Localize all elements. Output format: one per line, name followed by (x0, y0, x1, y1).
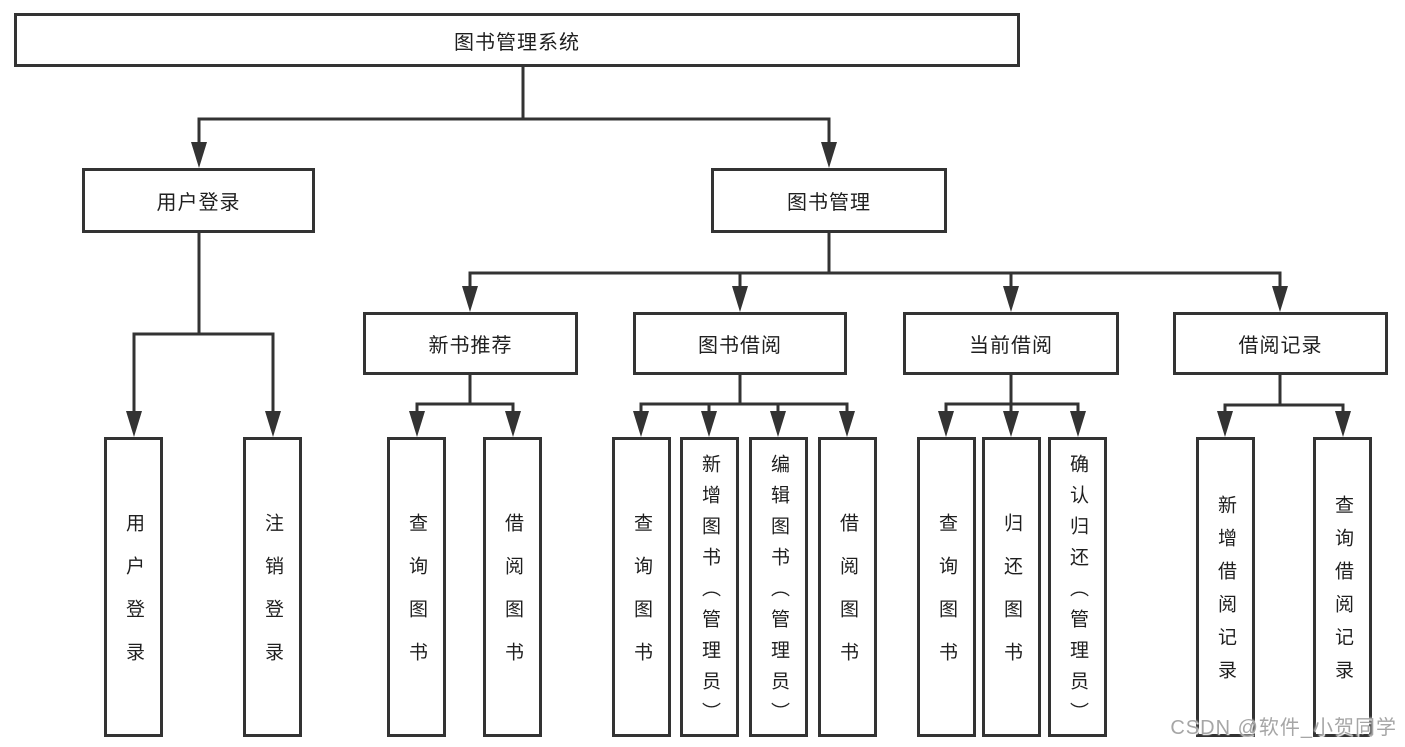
leaf-add-borrow-record: 新增借阅记录 (1196, 437, 1255, 737)
connector-strokes (132, 67, 1345, 420)
leaf-logout: 注销登录 (243, 437, 302, 737)
leaf-query-borrow-record-label: 查询借阅记录 (1332, 495, 1353, 693)
arrowheads (126, 142, 1351, 437)
leaf-query-books-current: 查询图书 (917, 437, 976, 737)
leaf-borrow-books-recommend-label: 借阅图书 (502, 513, 523, 685)
leaf-edit-books-admin: 编辑图书（管理员） (749, 437, 808, 737)
leaf-user-login: 用户登录 (104, 437, 163, 737)
node-book-management: 图书管理 (711, 168, 947, 233)
node-current-borrowing-label: 当前借阅 (969, 335, 1053, 357)
watermark: CSDN @软件_小贺同学 (1170, 717, 1397, 739)
leaf-query-books-borrowing-label: 查询图书 (631, 513, 652, 685)
leaf-confirm-return-admin: 确认归还（管理员） (1048, 437, 1107, 737)
leaf-return-books: 归还图书 (982, 437, 1041, 737)
node-borrowing-records-label: 借阅记录 (1238, 335, 1323, 357)
leaf-confirm-return-admin-label: 确认归还（管理员） (1067, 453, 1088, 733)
node-book-borrowing-label: 图书借阅 (698, 335, 782, 357)
node-new-book-recommend: 新书推荐 (363, 312, 578, 375)
leaf-logout-label: 注销登录 (262, 513, 283, 685)
leaf-borrow-books-borrowing-label: 借阅图书 (837, 513, 858, 685)
node-current-borrowing: 当前借阅 (903, 312, 1119, 375)
node-book-borrowing: 图书借阅 (633, 312, 847, 375)
leaf-edit-books-admin-label: 编辑图书（管理员） (768, 453, 789, 733)
node-user-login: 用户登录 (82, 168, 315, 233)
leaf-query-books-borrowing: 查询图书 (612, 437, 671, 737)
leaf-query-books-current-label: 查询图书 (936, 513, 957, 685)
node-book-management-label: 图书管理 (787, 192, 871, 214)
leaf-user-login-label: 用户登录 (123, 513, 144, 685)
leaf-add-borrow-record-label: 新增借阅记录 (1215, 495, 1236, 693)
leaf-query-books-recommend-label: 查询图书 (406, 513, 427, 685)
leaf-borrow-books-recommend: 借阅图书 (483, 437, 542, 737)
leaf-return-books-label: 归还图书 (1001, 513, 1022, 685)
leaf-add-books-admin: 新增图书（管理员） (680, 437, 739, 737)
leaf-add-books-admin-label: 新增图书（管理员） (699, 453, 720, 733)
leaf-query-books-recommend: 查询图书 (387, 437, 446, 737)
node-root: 图书管理系统 (14, 13, 1020, 67)
node-borrowing-records: 借阅记录 (1173, 312, 1388, 375)
node-root-label: 图书管理系统 (454, 31, 580, 54)
node-new-book-recommend-label: 新书推荐 (428, 335, 513, 357)
leaf-query-borrow-record: 查询借阅记录 (1313, 437, 1372, 737)
leaf-borrow-books-borrowing: 借阅图书 (818, 437, 877, 737)
node-user-login-label: 用户登录 (156, 192, 241, 214)
